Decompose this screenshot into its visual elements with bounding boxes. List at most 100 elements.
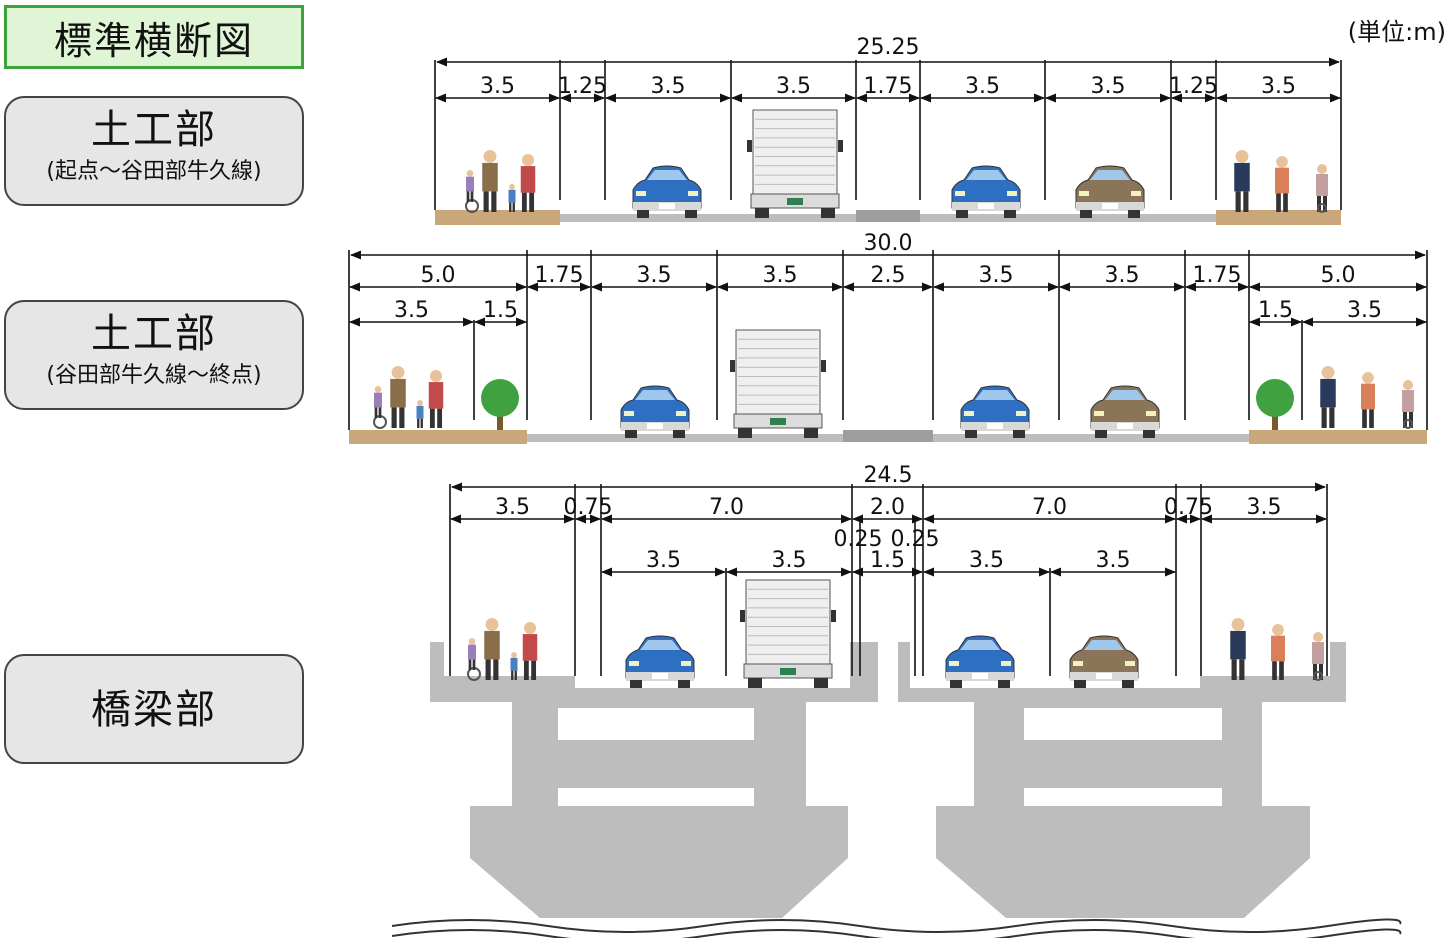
girder-opening	[558, 788, 754, 806]
dimension-label: 3.5	[646, 548, 681, 573]
dimension-label: 24.5	[864, 463, 913, 488]
pedestrian-icon	[1271, 624, 1285, 680]
pedestrian-icon	[1361, 372, 1375, 428]
section-subtitle: (起点～谷田部牛久線)	[46, 159, 262, 184]
dimension-label: 1.75	[1193, 263, 1242, 288]
dimension-label: 0.75	[1164, 495, 1213, 520]
tree-icon	[481, 379, 519, 430]
pedestrian-icon	[508, 184, 516, 212]
structure-layer	[349, 210, 1427, 938]
dimension-label: 3.5	[965, 74, 1000, 99]
dimension-label: 3.5	[1091, 74, 1126, 99]
pedestrian-icon	[520, 154, 536, 212]
pedestrian-icon	[522, 622, 538, 680]
dimension-label: 3.5	[1347, 298, 1382, 323]
dimension-label: 3.5	[763, 263, 798, 288]
dimension-label: 1.75	[864, 74, 913, 99]
dimensions-layer: 25.25 3.5 1.25 3.5 3.5 1.75 3.5 3.5 1.25 3.5 30.0 5…	[348, 35, 1428, 676]
car-icon	[625, 635, 695, 688]
car-icon	[951, 165, 1021, 218]
truck-icon	[730, 329, 826, 438]
dimension-label: 5.0	[421, 263, 456, 288]
dimension-label: 3.5	[651, 74, 686, 99]
dimension-label: 1.25	[1169, 74, 1218, 99]
median	[856, 210, 920, 222]
pedestrian-icon	[428, 370, 444, 428]
pedestrian-icon	[1230, 618, 1246, 680]
dimension-label: 3.5	[979, 263, 1014, 288]
pedestrian-icon	[510, 652, 518, 680]
pedestrian-icon	[1234, 150, 1250, 212]
dimension-label: 1.5	[1258, 298, 1293, 323]
unit-label: (単位:m)	[1347, 18, 1446, 46]
truck-icon	[740, 579, 836, 688]
section-title: 土工部	[91, 107, 217, 153]
section-label-earthwork-2: 土工部 (谷田部牛久線～終点)	[4, 300, 304, 410]
dimension-label: 3.5	[1105, 263, 1140, 288]
dimension-label: 1.5	[483, 298, 518, 323]
dimension-label: 5.0	[1321, 263, 1356, 288]
sidewalk	[1249, 430, 1427, 444]
dimension-label: 3.5	[776, 74, 811, 99]
pedestrian-icon	[416, 400, 424, 428]
section-title: 土工部	[91, 311, 217, 357]
pedestrian-icon	[484, 618, 500, 680]
pedestrian-icon	[1320, 366, 1336, 428]
pedestrian-group-icon	[373, 366, 444, 429]
girder-opening	[1024, 788, 1222, 806]
icons-layer	[373, 109, 1414, 688]
bridge-pier-left	[430, 642, 878, 918]
dimension-label: 3.5	[969, 548, 1004, 573]
dimension-label: 7.0	[709, 495, 744, 520]
pedestrian-group-icon	[467, 618, 538, 681]
dimension-label: 25.25	[857, 35, 920, 60]
tree-icon	[1256, 379, 1294, 430]
car-icon	[945, 635, 1015, 688]
sidewalk	[435, 210, 560, 225]
dimension-label: 1.25	[558, 74, 607, 99]
pedestrian-group-icon	[1230, 618, 1324, 681]
car-icon	[632, 165, 702, 218]
dimension-label: 7.0	[1032, 495, 1067, 520]
section-subtitle: (谷田部牛久線～終点)	[46, 363, 262, 388]
dimension-label: 0.25	[834, 527, 883, 552]
car-icon	[1090, 385, 1160, 438]
dimension-label: 3.5	[1261, 74, 1296, 99]
pedestrian-icon	[468, 638, 476, 670]
dimension-label: 3.5	[480, 74, 515, 99]
pedestrian-icon	[390, 366, 406, 428]
dimension-label: 30.0	[864, 231, 913, 256]
car-icon	[960, 385, 1030, 438]
dimension-label: 1.5	[870, 548, 905, 573]
section-title: 橋梁部	[91, 687, 217, 733]
dimension-label: 3.5	[772, 548, 807, 573]
pedestrian-icon	[482, 150, 498, 212]
car-icon	[1075, 165, 1145, 218]
pedestrian-icon	[1275, 156, 1289, 212]
median	[843, 430, 933, 442]
dimension-label: 3.5	[394, 298, 429, 323]
pedestrian-group-icon	[1234, 150, 1328, 213]
sidewalk	[349, 430, 527, 444]
dimension-label: 2.0	[870, 495, 905, 520]
dimension-label: 2.5	[871, 263, 906, 288]
dimension-label: 0.25	[891, 527, 940, 552]
car-icon	[620, 385, 690, 438]
page-title: 標準横断図	[4, 5, 304, 69]
girder-opening	[1024, 708, 1222, 740]
dimension-label: 3.5	[637, 263, 672, 288]
pedestrian-icon	[374, 386, 382, 418]
girder-opening	[558, 708, 754, 740]
pedestrian-icon	[466, 170, 474, 202]
dimension-label: 3.5	[495, 495, 530, 520]
ground-line	[391, 918, 1402, 933]
dimension-label: 3.5	[1096, 548, 1131, 573]
pedestrian-group-icon	[465, 150, 536, 213]
dimension-label: 1.75	[535, 263, 584, 288]
section-label-earthwork-1: 土工部 (起点～谷田部牛久線)	[4, 96, 304, 206]
pedestrian-group-icon	[1320, 366, 1414, 429]
section-label-bridge: 橋梁部	[4, 654, 304, 764]
sidewalk	[1216, 210, 1341, 225]
dimension-label: 3.5	[1247, 495, 1282, 520]
